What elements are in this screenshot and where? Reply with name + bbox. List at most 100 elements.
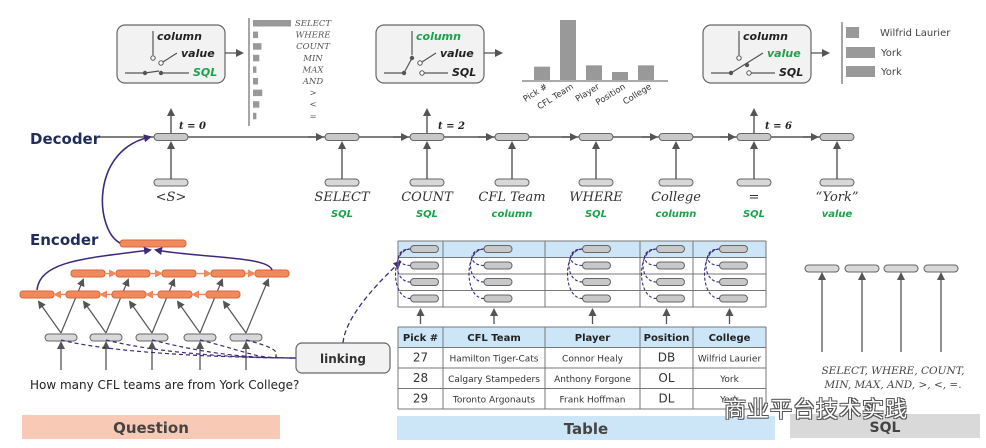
switch-sql-label: SQL bbox=[779, 66, 803, 79]
chart-category-label: SELECT bbox=[295, 19, 332, 29]
decoder-hidden-cell bbox=[736, 133, 772, 141]
chart-category-label: MAX bbox=[302, 65, 325, 75]
sql-keyword-cell bbox=[844, 264, 880, 273]
linking-dashed-line bbox=[151, 339, 297, 359]
switch-sql-label: SQL bbox=[452, 66, 476, 79]
switch-column-label: column bbox=[416, 30, 461, 43]
chart-category-label: MIN bbox=[302, 54, 323, 64]
chart-bar bbox=[253, 20, 291, 27]
decoder-hidden-cell bbox=[494, 133, 530, 141]
column-encoding-cell bbox=[656, 261, 685, 270]
table-cell: 27 bbox=[413, 351, 428, 365]
column-encoding-cell bbox=[582, 278, 611, 286]
switch-box-frame bbox=[116, 24, 226, 84]
decoder-token-type: SQL bbox=[743, 209, 765, 220]
sql-keyword-cell bbox=[883, 264, 919, 273]
chart-category-label: = bbox=[309, 112, 316, 122]
forward-lstm-cell bbox=[115, 269, 151, 278]
column-encoding-cell bbox=[483, 278, 513, 286]
column-attention-arc bbox=[394, 248, 411, 300]
table-cell: Hamilton Tiger-Cats bbox=[449, 355, 538, 365]
backward-lstm-cell bbox=[205, 290, 241, 299]
table-banner-label: Table bbox=[564, 420, 608, 438]
to-backward-arrow bbox=[37, 300, 62, 334]
table-header-cell: CFL Team bbox=[467, 333, 520, 344]
switch-arm bbox=[403, 57, 413, 74]
sql-vocab-line2: MIN, MAX, AND, >, <, =. bbox=[823, 379, 961, 391]
chart-category-label: College bbox=[621, 82, 653, 107]
column-attention-arc bbox=[468, 248, 485, 300]
forward-lstm-cell bbox=[70, 269, 106, 278]
column-attention-arc bbox=[640, 248, 657, 300]
decoder-hidden-cell bbox=[324, 133, 360, 141]
column-encoding-cell bbox=[719, 278, 748, 286]
chart-bar bbox=[253, 78, 259, 85]
table-cell: York bbox=[719, 396, 740, 406]
table-encoder bbox=[394, 240, 767, 324]
column-encoding-cell bbox=[582, 261, 611, 270]
column-attention-arc bbox=[470, 248, 485, 283]
column-encoding-cell bbox=[410, 245, 439, 253]
chart-bar bbox=[253, 43, 262, 50]
switch-value-label: value bbox=[767, 47, 801, 60]
linking-to-table bbox=[342, 260, 402, 344]
decoder-input-cell bbox=[409, 178, 445, 187]
sql-encoder bbox=[804, 264, 959, 352]
to-backward-arrow bbox=[128, 300, 153, 334]
watermark: 商业平台技术实践 bbox=[724, 398, 909, 423]
encoder-summary-cell bbox=[119, 239, 187, 248]
chart-category-label: Position bbox=[594, 82, 627, 108]
linking-dashed-line bbox=[245, 339, 297, 359]
column-encoding-cell bbox=[582, 245, 611, 253]
linking-dashed-line bbox=[105, 339, 297, 359]
chart-bar bbox=[253, 112, 257, 120]
linking-dashed-line bbox=[60, 339, 297, 359]
table-cell: Anthony Forgone bbox=[554, 375, 631, 385]
backward-lstm-cell bbox=[157, 290, 193, 299]
to-backward-arrow bbox=[222, 300, 247, 334]
chart-bar bbox=[253, 89, 263, 97]
table-header-cell: Player bbox=[575, 333, 610, 344]
sql-keyword-cell bbox=[923, 264, 959, 273]
table-cell: Wilfrid Laurier bbox=[698, 355, 762, 365]
table-cell: Connor Healy bbox=[562, 355, 624, 365]
chart-bar bbox=[612, 72, 628, 80]
chart-category-label: Wilfrid Laurier bbox=[880, 28, 951, 39]
decoder-input-cell bbox=[578, 178, 614, 187]
linking-box: linking bbox=[295, 342, 391, 374]
decoder-token: CFL Team bbox=[478, 190, 545, 205]
column-encoding-cell bbox=[656, 278, 685, 286]
chart-bar bbox=[586, 65, 602, 80]
column-encoding-cell bbox=[483, 294, 513, 303]
column-encoding-cell bbox=[410, 261, 439, 270]
table-banner: Table bbox=[397, 416, 775, 440]
decoder-input-cell bbox=[153, 178, 189, 187]
word-embedding-cell bbox=[183, 333, 217, 342]
sql-keyword-cell bbox=[804, 264, 840, 273]
contact bbox=[417, 60, 423, 66]
column-attention-arc bbox=[642, 248, 657, 283]
chart-bar bbox=[253, 101, 260, 108]
chart-category-label: WHERE bbox=[296, 31, 332, 41]
decoder-input-cell bbox=[494, 178, 530, 187]
decoder-token: WHERE bbox=[569, 190, 623, 205]
value-wire bbox=[421, 52, 437, 63]
sql-banner: SQL bbox=[790, 414, 980, 438]
chart-bar bbox=[534, 66, 550, 80]
backward-lstm-cell bbox=[111, 290, 147, 299]
column-encoding-cell bbox=[656, 245, 685, 253]
table-cell: Calgary Stampeders bbox=[448, 375, 540, 385]
table-cell: York bbox=[719, 375, 740, 385]
column-encoding-cell bbox=[719, 245, 748, 253]
decoder-token: COUNT bbox=[401, 190, 454, 205]
decoder-token-type: column bbox=[492, 209, 533, 220]
word-embedding-cell bbox=[44, 333, 78, 342]
linking-dashed-line bbox=[199, 339, 297, 359]
